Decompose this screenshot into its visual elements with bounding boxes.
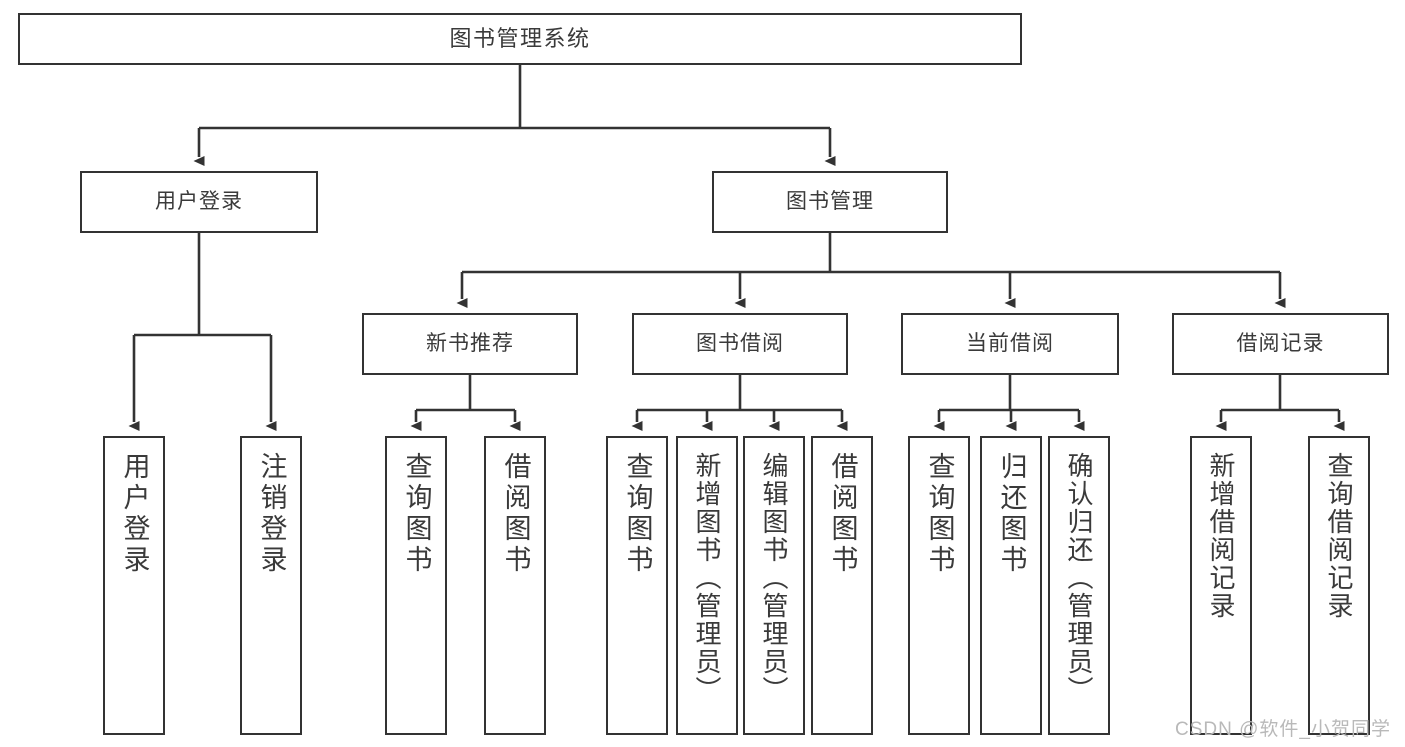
watermark-text: CSDN @软件_小贺同学 (1175, 719, 1391, 740)
leaf-logout-login[interactable]: 注销登录 (240, 436, 302, 735)
leaf-add-borrow-record[interactable]: 新增借阅记录 (1190, 436, 1252, 735)
node-user-login[interactable]: 用户登录 (80, 171, 318, 233)
leaf-add-book[interactable]: 新增图书（管理员） (676, 436, 738, 735)
node-label: 借阅图书 (500, 452, 531, 576)
leaf-query-borrow-record[interactable]: 查询借阅记录 (1308, 436, 1370, 735)
node-label: 图书管理系统 (449, 26, 591, 52)
node-label: 借阅图书 (827, 452, 858, 576)
leaf-user-login[interactable]: 用户登录 (103, 436, 165, 735)
node-label: 编辑图书（管理员） (759, 452, 789, 704)
leaf-borrow-book-new[interactable]: 借阅图书 (484, 436, 546, 735)
node-label: 当前借阅 (966, 331, 1054, 355)
node-label: 注销登录 (256, 452, 287, 576)
node-label: 借阅记录 (1236, 331, 1325, 355)
leaf-borrow-book[interactable]: 借阅图书 (811, 436, 873, 735)
node-label: 查询图书 (622, 452, 653, 576)
leaf-query-book-borrow[interactable]: 查询图书 (606, 436, 668, 735)
node-label: 用户登录 (155, 189, 243, 213)
node-label: 用户登录 (119, 452, 150, 576)
node-label: 图书借阅 (696, 331, 784, 355)
node-label: 新增图书（管理员） (692, 452, 722, 704)
leaf-confirm-return[interactable]: 确认归还（管理员） (1048, 436, 1110, 735)
node-borrow-record[interactable]: 借阅记录 (1172, 313, 1389, 375)
leaf-query-book-current[interactable]: 查询图书 (908, 436, 970, 735)
node-label: 查询图书 (401, 452, 432, 576)
node-new-book-recommend[interactable]: 新书推荐 (362, 313, 578, 375)
node-label: 图书管理 (786, 189, 874, 213)
leaf-query-book-new[interactable]: 查询图书 (385, 436, 447, 735)
leaf-edit-book[interactable]: 编辑图书（管理员） (743, 436, 805, 735)
node-label: 确认归还（管理员） (1064, 452, 1094, 704)
node-label: 新增借阅记录 (1206, 452, 1236, 620)
node-label: 新书推荐 (426, 331, 514, 355)
node-label: 归还图书 (996, 452, 1027, 576)
node-book-manage[interactable]: 图书管理 (712, 171, 948, 233)
node-label: 查询图书 (924, 452, 955, 576)
node-root-system[interactable]: 图书管理系统 (18, 13, 1022, 65)
leaf-return-book[interactable]: 归还图书 (980, 436, 1042, 735)
node-label: 查询借阅记录 (1324, 452, 1354, 620)
node-current-borrow[interactable]: 当前借阅 (901, 313, 1119, 375)
node-book-borrow[interactable]: 图书借阅 (632, 313, 848, 375)
